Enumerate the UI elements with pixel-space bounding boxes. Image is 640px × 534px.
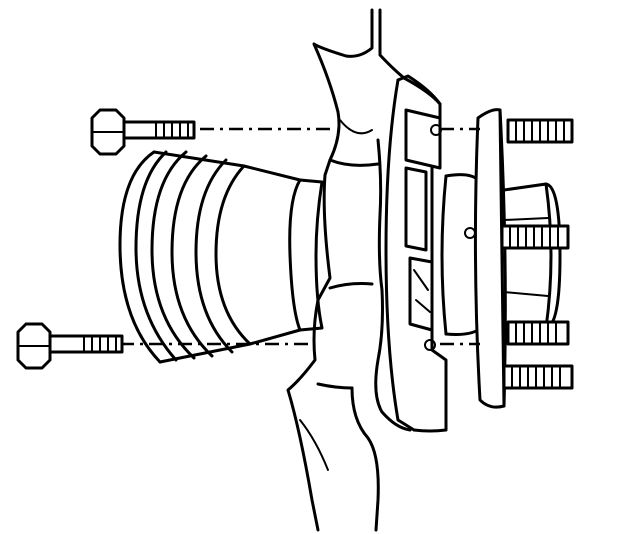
alignment-lines: [120, 127, 480, 346]
wheel-stud-bottom: [502, 364, 574, 390]
wheel-stud-top: [506, 118, 574, 144]
hub-and-bearing-assembly: [440, 108, 562, 409]
upper-mounting-bolt: [90, 108, 196, 156]
cv-axle-boot: [118, 150, 324, 364]
wheel-stud-upper-mid: [500, 224, 570, 250]
lower-mounting-bolt: [16, 322, 124, 370]
brake-backing-plate: [384, 74, 448, 433]
wheel-studs: [500, 118, 574, 390]
steering-knuckle: [286, 8, 442, 532]
wheel-stud-lower-mid: [506, 320, 570, 346]
